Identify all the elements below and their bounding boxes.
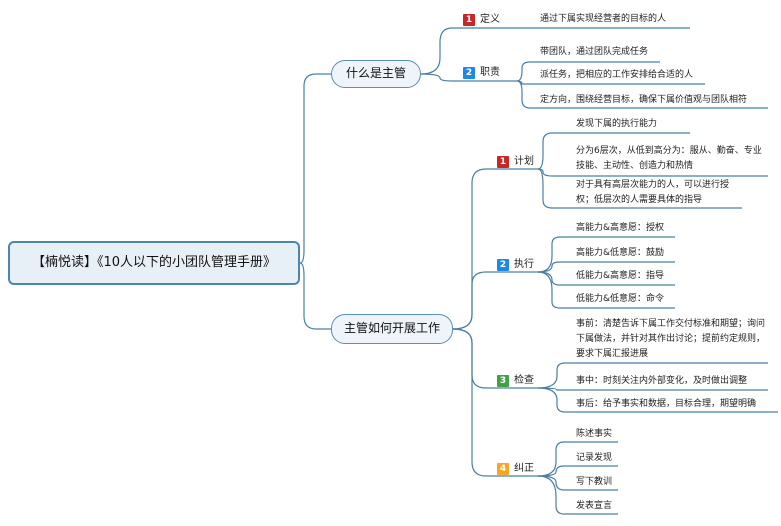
leaf-correct-3[interactable]: 写下教训 [576,477,613,487]
subtopic-label: 职责 [480,67,500,78]
subtopic-check[interactable]: 3 检查 [497,374,534,388]
leaf-execute-3[interactable]: 低能力&高意愿：指导 [576,271,665,281]
number-badge: 1 [463,14,475,26]
number-badge: 2 [497,259,509,271]
subtopic-plan[interactable]: 1 计划 [497,155,534,169]
topic-how-manager-works[interactable]: 主管如何开展工作 [331,314,453,344]
leaf-responsibility-2[interactable]: 派任务，把相应的工作安排给合适的人 [540,70,694,80]
number-badge: 2 [463,67,475,79]
subtopic-label: 定义 [480,14,500,25]
subtopic-definition[interactable]: 1 定义 [463,13,500,27]
root-topic[interactable]: 【楠悦读】《10人以下的小团队管理手册》 [8,241,300,285]
subtopic-responsibility[interactable]: 2 职责 [463,66,500,80]
subtopic-label: 计划 [514,156,534,167]
leaf-plan-3[interactable]: 对于具有高层次能力的人，可以进行授权；低层次的人需要具体的指导 [576,180,730,205]
leaf-responsibility-3[interactable]: 定方向，围绕经营目标，确保下属价值观与团队相符 [540,95,748,105]
number-badge: 3 [497,375,509,387]
leaf-definition-text[interactable]: 通过下属实现经营者的目标的人 [540,14,667,24]
subtopic-label: 执行 [514,259,534,270]
subtopic-label: 检查 [514,375,534,386]
leaf-execute-1[interactable]: 高能力&高意愿：授权 [576,223,665,233]
leaf-correct-4[interactable]: 发表宣言 [576,501,613,511]
leaf-check-during[interactable]: 事中：时刻关注内外部变化，及时做出调整 [576,376,748,386]
leaf-check-before[interactable]: 事前：清楚告诉下属工作交付标准和期望；询问下属做法，并针对其作出讨论；提前约定规… [576,319,766,359]
leaf-plan-2[interactable]: 分为6层次，从低到高分为：服从、勤奋、专业技能、主动性、创造力和热情 [576,146,762,171]
subtopic-label: 纠正 [514,463,534,474]
leaf-check-after[interactable]: 事后：给予事实和数据，目标合理，期望明确 [576,399,757,409]
number-badge: 1 [497,156,509,168]
leaf-responsibility-1[interactable]: 带团队，通过团队完成任务 [540,47,649,57]
subtopic-correct[interactable]: 4 纠正 [497,462,534,476]
leaf-correct-1[interactable]: 陈述事实 [576,429,613,439]
leaf-plan-1[interactable]: 发现下属的执行能力 [576,119,658,129]
leaf-execute-2[interactable]: 高能力&低意愿：鼓励 [576,248,665,258]
topic-what-is-manager[interactable]: 什么是主管 [331,60,421,88]
subtopic-execute[interactable]: 2 执行 [497,258,534,272]
leaf-execute-4[interactable]: 低能力&低意愿：命令 [576,294,665,304]
leaf-correct-2[interactable]: 记录发现 [576,453,613,463]
number-badge: 4 [497,463,509,475]
